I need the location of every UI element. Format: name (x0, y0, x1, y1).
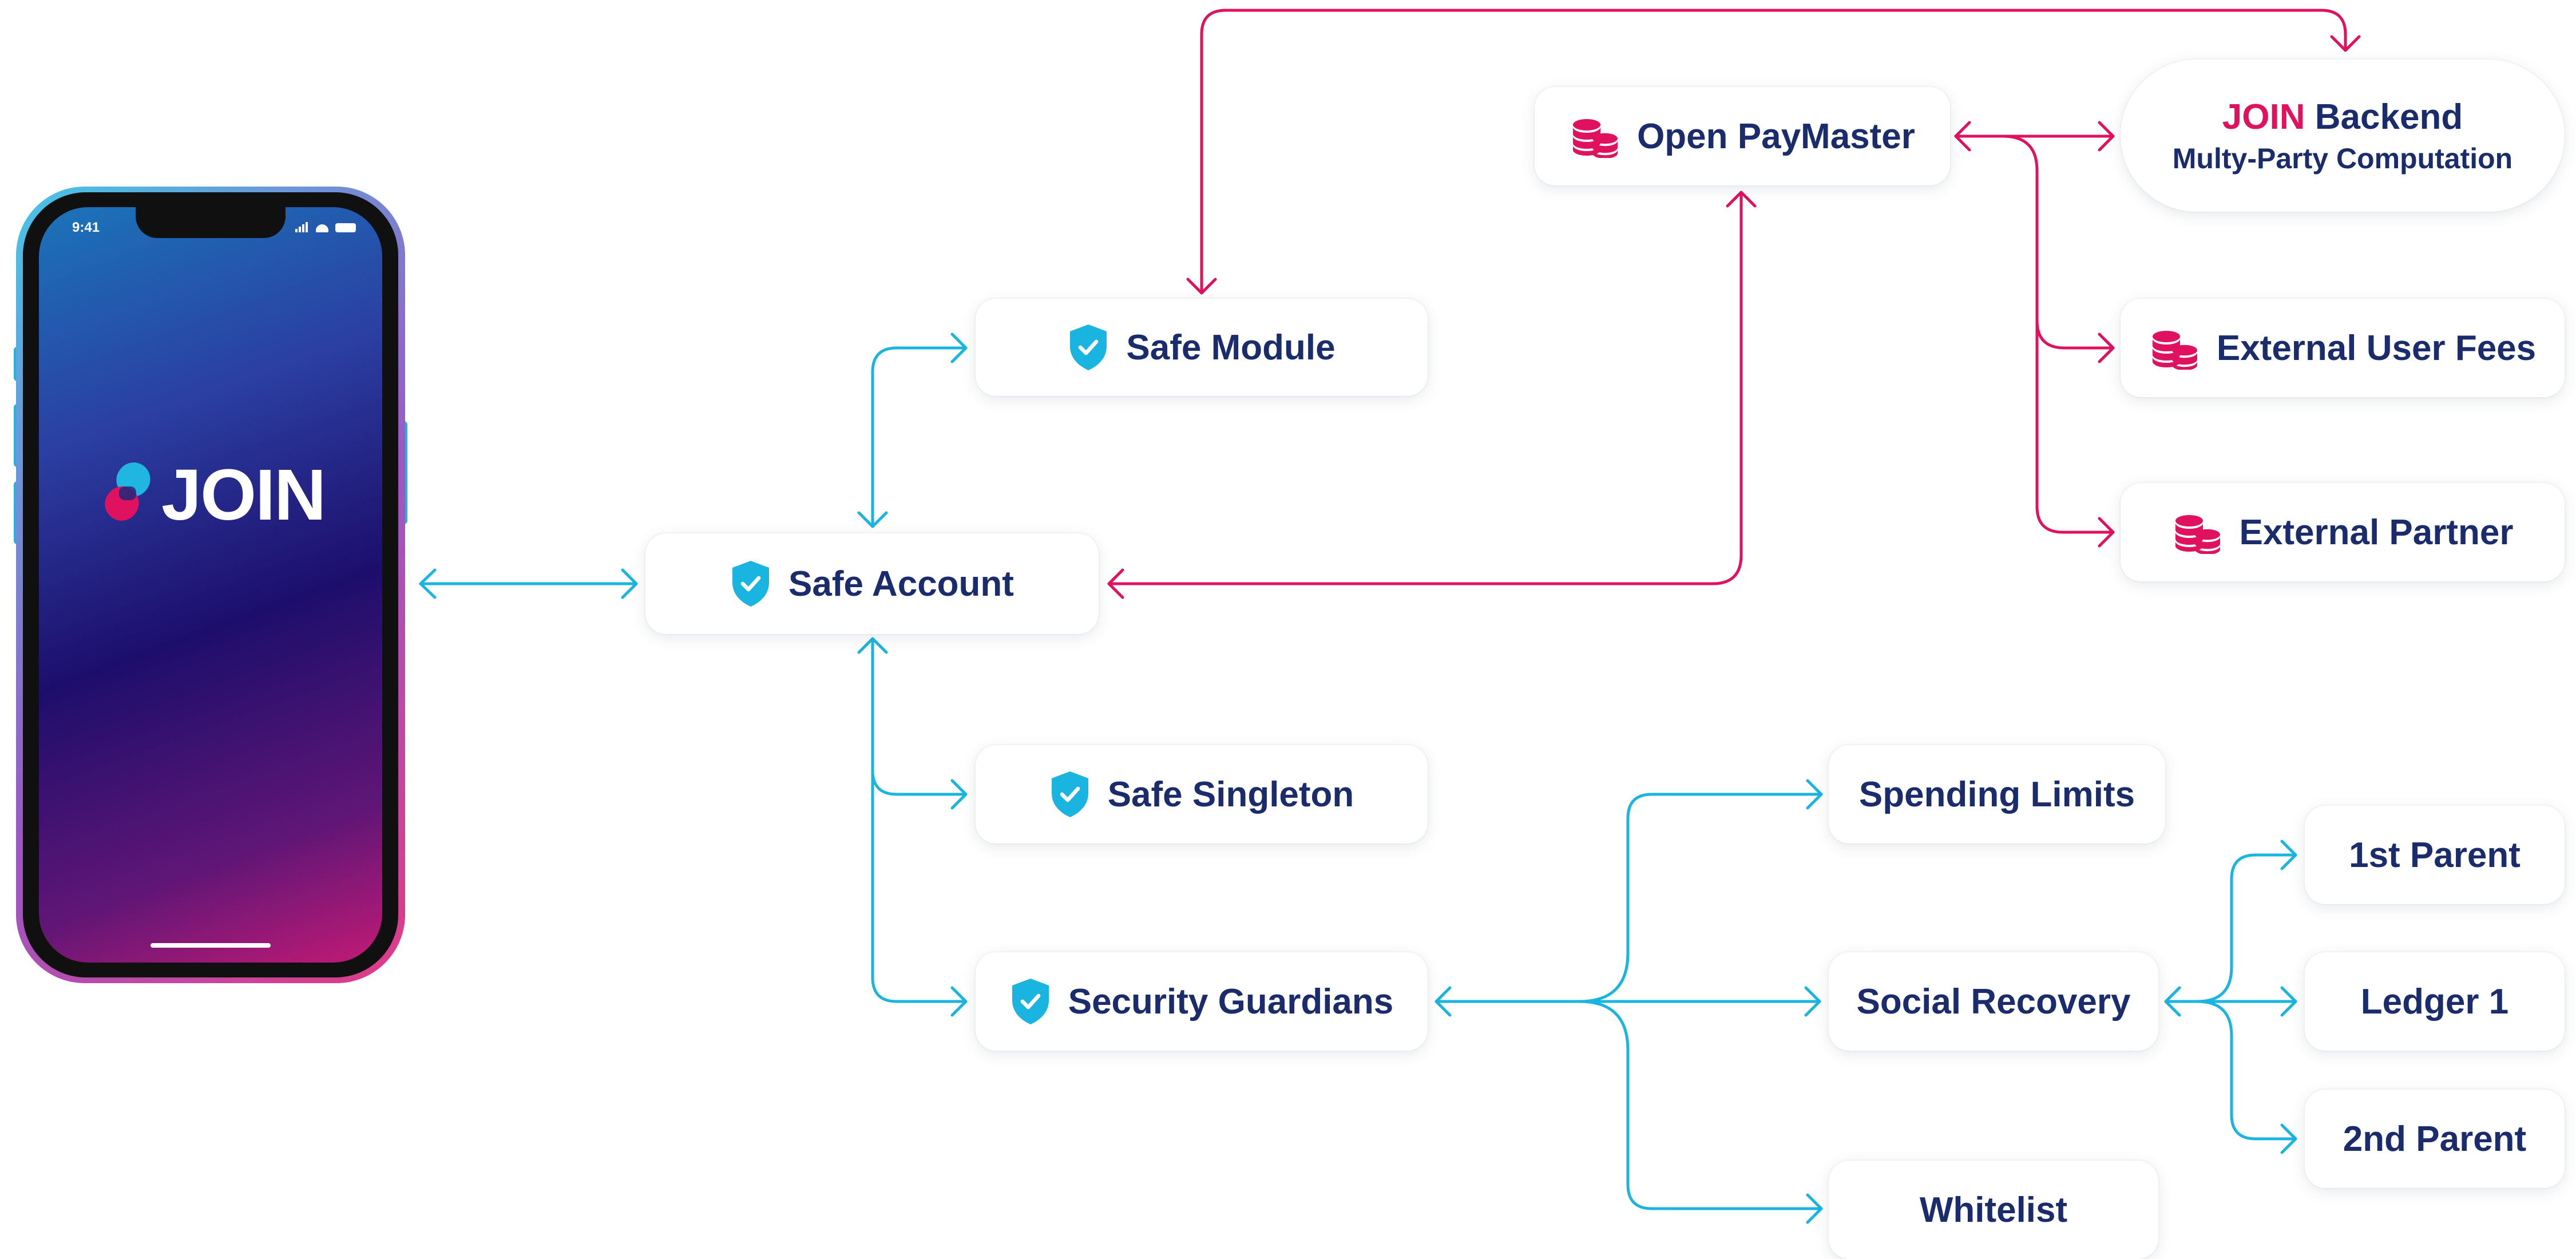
join-logo: JOIN (100, 453, 340, 533)
phone-notch (136, 207, 286, 238)
shield-check-icon (1068, 323, 1109, 371)
ledger-1-node[interactable]: Ledger 1 (2305, 952, 2565, 1051)
join-backend-node[interactable]: JOIN Backend Multy-Party Computation (2121, 60, 2565, 212)
signal-icon (306, 222, 308, 232)
edge-social-first-parent (2195, 853, 2297, 1003)
signal-icon (295, 229, 298, 232)
join-backend-title: JOIN Backend (2222, 97, 2463, 137)
join-backend-brand: JOIN (2222, 97, 2305, 137)
open-paymaster-node[interactable]: Open PayMaster (1535, 87, 1950, 185)
status-time: 9:41 (72, 220, 100, 235)
edge-arrow (1186, 278, 1217, 295)
edge-arrow (1806, 1193, 1823, 1224)
edge-guardians-whitelist (1578, 1000, 1823, 1210)
coins-icon (2149, 326, 2199, 370)
signal-icon (302, 224, 304, 232)
edge-arrow (2280, 986, 2297, 1017)
wifi-icon (316, 224, 328, 232)
first-parent-node[interactable]: 1st Parent (2305, 806, 2565, 904)
edge-arrow (2330, 35, 2361, 52)
open-paymaster-label: Open PayMaster (1637, 116, 1915, 156)
shield-check-icon (1049, 770, 1091, 818)
phone-mockup: 9:41 JOIN (14, 187, 407, 983)
edge-arrow (419, 568, 437, 599)
phone-screen: 9:41 JOIN (39, 207, 382, 963)
edge-arrow (950, 779, 968, 810)
battery-icon (335, 223, 356, 232)
coins-icon (2172, 510, 2222, 554)
edge-arrow (2098, 517, 2115, 548)
edge-arrow (1954, 121, 1971, 152)
edge-arrow (2280, 1123, 2297, 1154)
join-logo-text: JOIN (161, 454, 326, 535)
status-icons (295, 221, 357, 232)
edge-arrow (950, 986, 968, 1017)
edge-arrow (1726, 191, 1757, 208)
safe-singleton-label: Safe Singleton (1107, 774, 1354, 814)
external-partner-node[interactable]: External Partner (2121, 483, 2565, 581)
second-parent-node[interactable]: 2nd Parent (2305, 1090, 2565, 1188)
edge-guardians-spending (1578, 793, 1823, 1003)
first-parent-label: 1st Parent (2349, 835, 2520, 875)
coins-icon (1570, 114, 1620, 158)
external-user-fees-node[interactable]: External User Fees (2121, 299, 2565, 397)
edge-arrow (1806, 779, 1823, 810)
edge-social-second-parent (2195, 1000, 2297, 1141)
edge-paymaster-partner (2035, 319, 2115, 534)
spending-limits-label: Spending Limits (1858, 774, 2135, 814)
second-parent-label: 2nd Parent (2343, 1119, 2527, 1159)
edge-arrow (2164, 986, 2181, 1017)
ledger-1-label: Ledger 1 (2360, 981, 2509, 1022)
social-recovery-label: Social Recovery (1856, 981, 2131, 1022)
edge-arrow (2280, 840, 2297, 870)
edge-arrow (1107, 568, 1124, 599)
spending-limits-node[interactable]: Spending Limits (1829, 745, 2165, 844)
home-indicator (150, 943, 271, 948)
social-recovery-node[interactable]: Social Recovery (1829, 952, 2158, 1051)
edge-arrow (857, 511, 888, 528)
edge-safe-account-singleton-guardians (871, 637, 968, 1003)
shield-check-icon (1010, 977, 1051, 1026)
join-backend-title-text: Backend (2315, 97, 2463, 137)
edge-paymaster-user-fees (2001, 134, 2115, 350)
whitelist-node[interactable]: Whitelist (1829, 1161, 2158, 1259)
safe-account-label: Safe Account (788, 564, 1014, 604)
edge-arrow (1804, 986, 1821, 1017)
edge-arrow (2098, 121, 2115, 152)
external-user-fees-label: External User Fees (2216, 328, 2537, 368)
security-guardians-node[interactable]: Security Guardians (976, 952, 1428, 1051)
signal-icon (299, 227, 301, 232)
edge-safe-account-safe-module (871, 346, 968, 528)
safe-module-label: Safe Module (1126, 327, 1335, 367)
edge-paymaster-safe-account (1107, 191, 1743, 585)
safe-singleton-node[interactable]: Safe Singleton (976, 745, 1428, 844)
whitelist-label: Whitelist (1919, 1190, 2068, 1230)
shield-check-icon (730, 560, 771, 608)
security-guardians-label: Security Guardians (1068, 981, 1394, 1022)
edge-branch-singleton (871, 769, 968, 796)
join-logo-mark-icon (105, 462, 150, 521)
safe-module-node[interactable]: Safe Module (976, 299, 1428, 396)
edge-arrow (950, 332, 968, 363)
edge-arrow (857, 637, 888, 654)
edge-backend-safe-module (1200, 9, 2347, 295)
safe-account-node[interactable]: Safe Account (645, 533, 1099, 634)
edge-arrow (2098, 332, 2115, 363)
edge-arrow (621, 568, 638, 599)
edge-arrow (1434, 986, 1452, 1017)
external-partner-label: External Partner (2239, 512, 2514, 552)
join-backend-subtitle: Multy-Party Computation (2172, 142, 2513, 175)
